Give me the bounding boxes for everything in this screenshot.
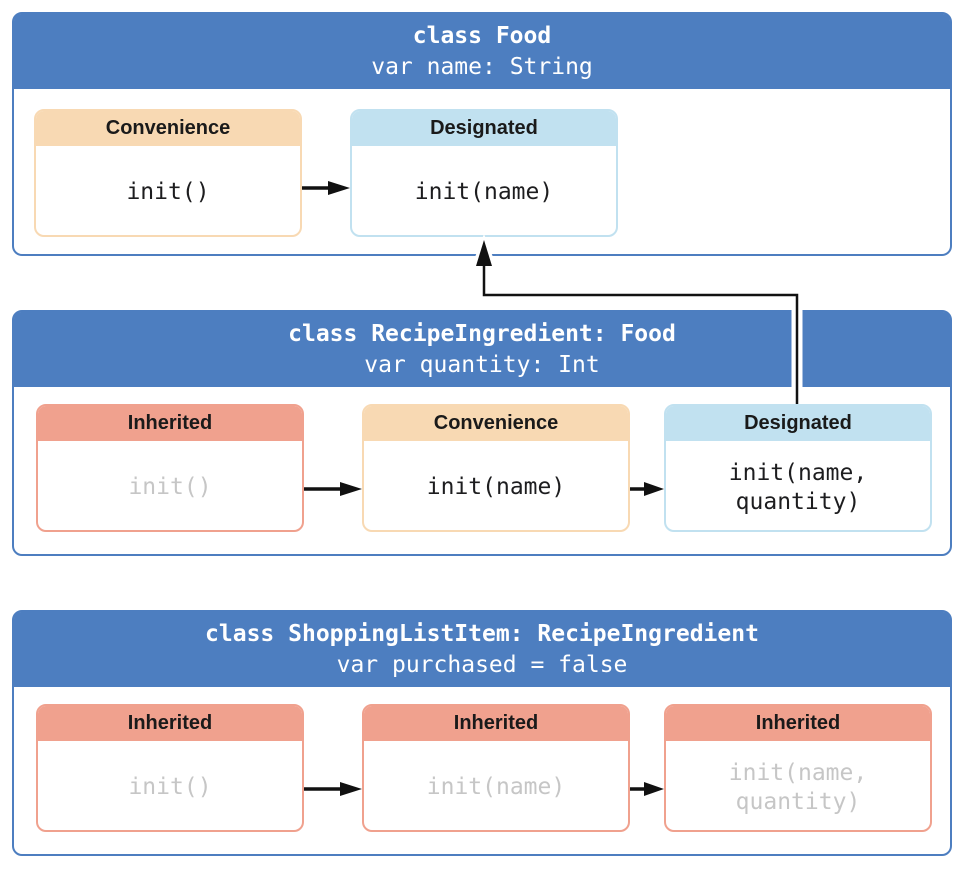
card-init-code: init(name, quantity) (728, 759, 868, 815)
card-init-code: init(name) (426, 774, 566, 801)
card-kind-label: Inherited (364, 706, 628, 745)
class-property: var name: String (371, 53, 593, 80)
class-header-food: class Food var name: String (14, 14, 950, 89)
right-arrow-icon (630, 782, 664, 796)
card-shopping-inherited-2: Inherited init(name) (362, 704, 630, 832)
class-header-shopping-list-item: class ShoppingListItem: RecipeIngredient… (14, 612, 950, 687)
card-kind-label: Inherited (38, 706, 302, 745)
card-kind-label: Designated (352, 111, 616, 150)
card-kind-label: Inherited (38, 406, 302, 445)
card-init-code: init(name) (414, 179, 554, 206)
card-kind-label: Designated (666, 406, 930, 445)
right-arrow-icon (304, 482, 362, 496)
class-box-recipe-ingredient: class RecipeIngredient: Food var quantit… (12, 310, 952, 556)
right-arrow-icon (302, 181, 350, 195)
class-declaration: class RecipeIngredient: Food (288, 320, 676, 347)
card-kind-label: Inherited (666, 706, 930, 745)
card-recipe-designated: Designated init(name, quantity) (664, 404, 932, 532)
card-init-code: init(name, quantity) (728, 459, 868, 515)
card-init-code: init() (128, 774, 212, 801)
card-kind-label: Convenience (364, 406, 628, 445)
card-food-convenience: Convenience init() (34, 109, 302, 237)
card-recipe-inherited: Inherited init() (36, 404, 304, 532)
class-declaration: class ShoppingListItem: RecipeIngredient (205, 620, 759, 647)
right-arrow-icon (630, 482, 664, 496)
card-shopping-inherited-1: Inherited init() (36, 704, 304, 832)
class-box-food: class Food var name: String Convenience … (12, 12, 952, 256)
card-shopping-inherited-3: Inherited init(name, quantity) (664, 704, 932, 832)
card-kind-label: Convenience (36, 111, 300, 150)
card-init-code: init() (128, 474, 212, 501)
card-init-code: init(name) (426, 474, 566, 501)
class-property: var quantity: Int (364, 351, 600, 378)
class-property: var purchased = false (336, 651, 628, 678)
card-food-designated: Designated init(name) (350, 109, 618, 237)
class-box-shopping-list-item: class ShoppingListItem: RecipeIngredient… (12, 610, 952, 856)
card-recipe-convenience: Convenience init(name) (362, 404, 630, 532)
card-init-code: init() (126, 179, 210, 206)
right-arrow-icon (304, 782, 362, 796)
class-header-recipe-ingredient: class RecipeIngredient: Food var quantit… (14, 312, 950, 387)
class-declaration: class Food (412, 22, 552, 49)
